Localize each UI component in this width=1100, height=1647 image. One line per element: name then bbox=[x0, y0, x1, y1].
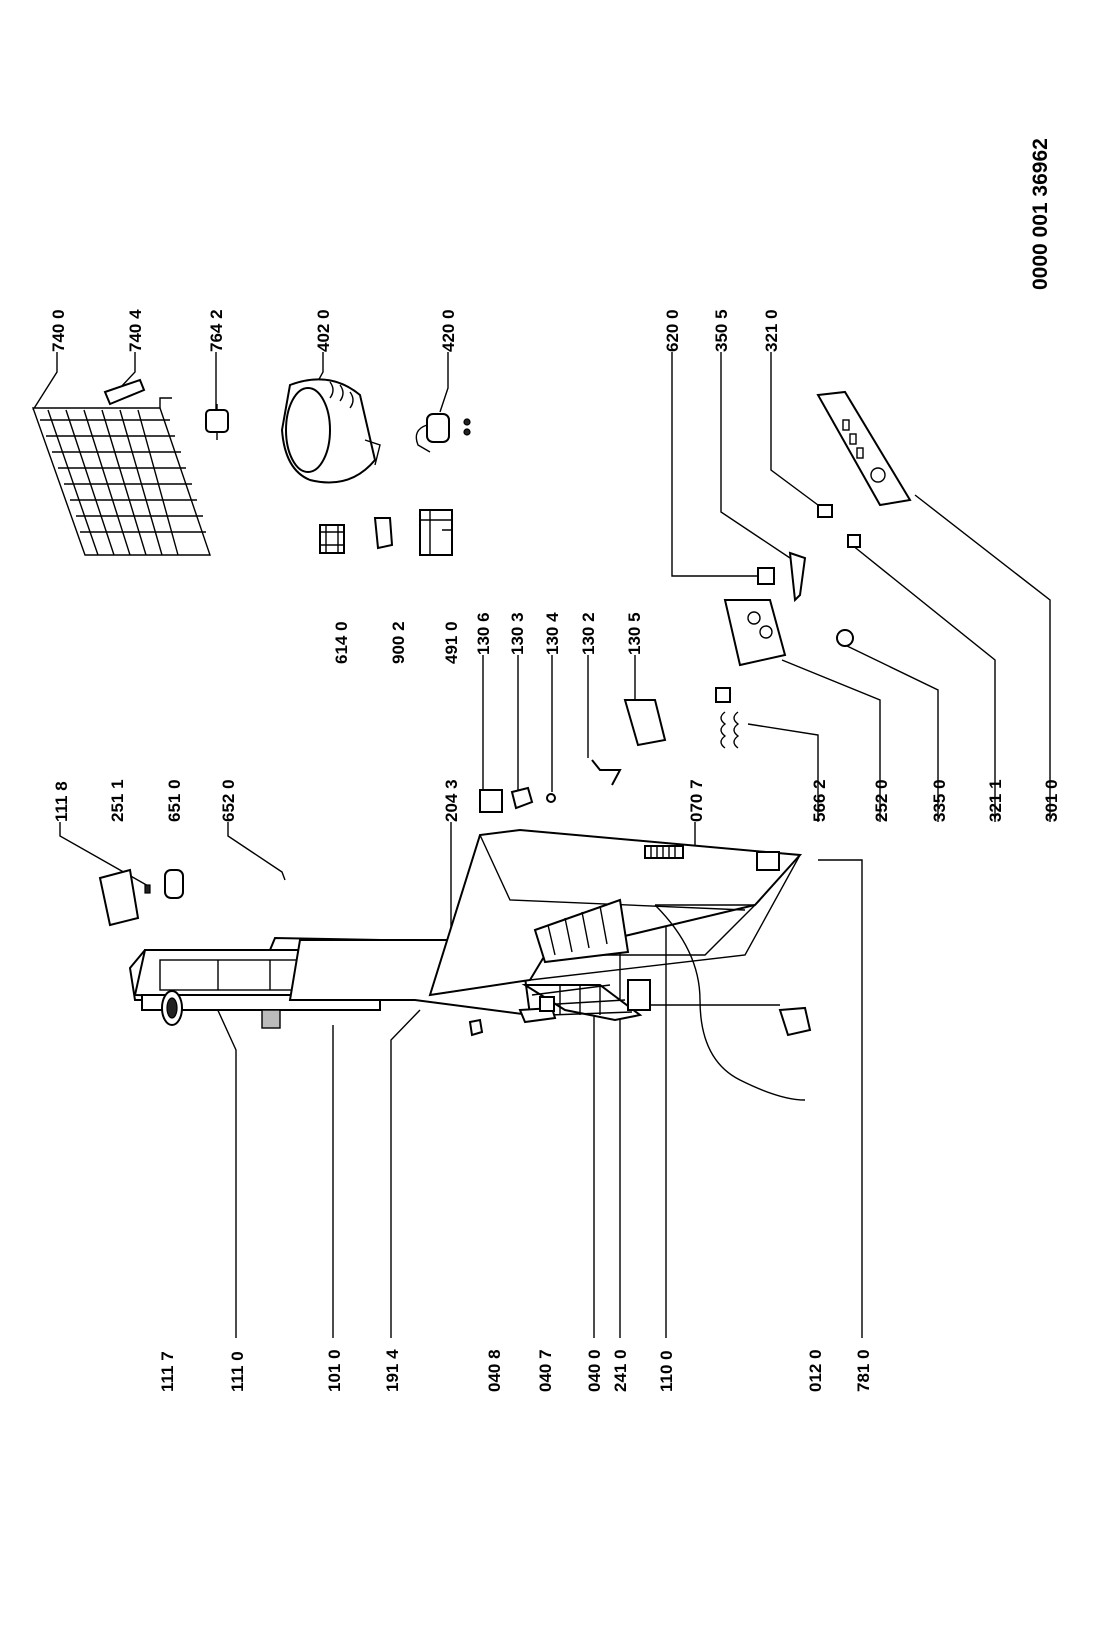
callout-764-2: 764 2 bbox=[207, 309, 226, 352]
hinge-part-1306 bbox=[479, 789, 503, 813]
foot-part-0408 bbox=[468, 1018, 484, 1037]
gasket-part bbox=[98, 868, 140, 927]
callout-301-0: 301 0 bbox=[1042, 779, 1061, 822]
callout-402-0: 402 0 bbox=[314, 309, 333, 352]
document-id: 0000 001 36962 bbox=[1029, 138, 1052, 290]
callout-191-4: 191 4 bbox=[383, 1349, 402, 1392]
callout-111-7: 111 7 bbox=[158, 1351, 177, 1392]
callout-350-5: 350 5 bbox=[712, 309, 731, 352]
lamp-spring bbox=[715, 687, 740, 749]
callout-111-8: 111 8 bbox=[52, 781, 71, 822]
indicator-part bbox=[847, 534, 861, 548]
callout-040-0: 040 0 bbox=[585, 1349, 604, 1392]
callout-130-6: 130 6 bbox=[474, 612, 493, 655]
callout-321-0: 321 0 bbox=[762, 309, 781, 352]
thermostat-knob bbox=[836, 629, 854, 647]
callout-labels: 111 7 111 0 101 0 191 4 040 8 040 7 040 … bbox=[49, 309, 1061, 1392]
callout-614-0: 614 0 bbox=[332, 621, 351, 664]
callout-130-3: 130 3 bbox=[508, 612, 527, 655]
lid-handle bbox=[161, 990, 183, 1026]
callout-101-0: 101 0 bbox=[325, 1349, 344, 1392]
bracket-part-0120 bbox=[778, 1006, 812, 1037]
protector-box bbox=[419, 509, 453, 556]
foot-part-0400 bbox=[539, 996, 555, 1012]
callout-900-2: 900 2 bbox=[389, 621, 408, 664]
compressor bbox=[280, 378, 381, 484]
callout-070-7: 070 7 bbox=[687, 779, 706, 822]
callout-241-0: 241 0 bbox=[611, 1349, 630, 1392]
start-relay bbox=[319, 524, 345, 554]
lamp-part bbox=[164, 869, 184, 899]
callout-130-2: 130 2 bbox=[579, 612, 598, 655]
condenser-bracket bbox=[103, 378, 146, 406]
hinge-part-1302 bbox=[591, 759, 622, 786]
basket-divider bbox=[533, 898, 630, 964]
callout-252-0: 252 0 bbox=[872, 779, 891, 822]
pin-part bbox=[144, 884, 151, 894]
wire-basket bbox=[521, 984, 643, 1022]
callout-335-0: 335 0 bbox=[930, 779, 949, 822]
callout-040-7: 040 7 bbox=[536, 1349, 555, 1392]
capacitor bbox=[415, 413, 471, 453]
callout-130-4: 130 4 bbox=[543, 612, 562, 655]
callout-620-0: 620 0 bbox=[663, 309, 682, 352]
callout-040-8: 040 8 bbox=[485, 1349, 504, 1392]
hinge-part-1303 bbox=[510, 786, 534, 810]
cabinet-body bbox=[428, 828, 806, 1101]
callout-130-5: 130 5 bbox=[625, 612, 644, 655]
callout-110-0: 110 0 bbox=[657, 1350, 676, 1392]
callout-251-1: 251 1 bbox=[108, 779, 127, 822]
hinge-part-1305 bbox=[623, 699, 667, 747]
callout-111-0: 111 0 bbox=[228, 1351, 247, 1392]
wiring-harness bbox=[373, 517, 394, 550]
sensor-probe bbox=[788, 551, 807, 603]
thermostat-housing bbox=[723, 599, 787, 667]
callout-740-0: 740 0 bbox=[49, 309, 68, 352]
condenser-coil bbox=[32, 397, 211, 556]
control-panel bbox=[816, 390, 912, 507]
callout-012-0: 012 0 bbox=[806, 1349, 825, 1392]
callout-566-2: 566 2 bbox=[810, 779, 829, 822]
filter-drier bbox=[205, 404, 229, 440]
drain-part bbox=[627, 979, 651, 1011]
callout-491-0: 491 0 bbox=[442, 621, 461, 664]
callout-652-0: 652 0 bbox=[219, 779, 238, 822]
label-plate bbox=[756, 851, 780, 871]
callout-781-0: 781 0 bbox=[854, 1349, 873, 1392]
lid-lock-part bbox=[261, 1009, 281, 1029]
callout-651-0: 651 0 bbox=[165, 779, 184, 822]
thermostat-part bbox=[757, 567, 775, 585]
knob-clip bbox=[817, 504, 833, 518]
hinge-part-1304 bbox=[546, 793, 556, 803]
callout-204-3: 204 3 bbox=[442, 779, 461, 822]
callout-740-4: 740 4 bbox=[126, 309, 145, 352]
vent-grille bbox=[644, 845, 684, 859]
callout-420-0: 420 0 bbox=[439, 309, 458, 352]
